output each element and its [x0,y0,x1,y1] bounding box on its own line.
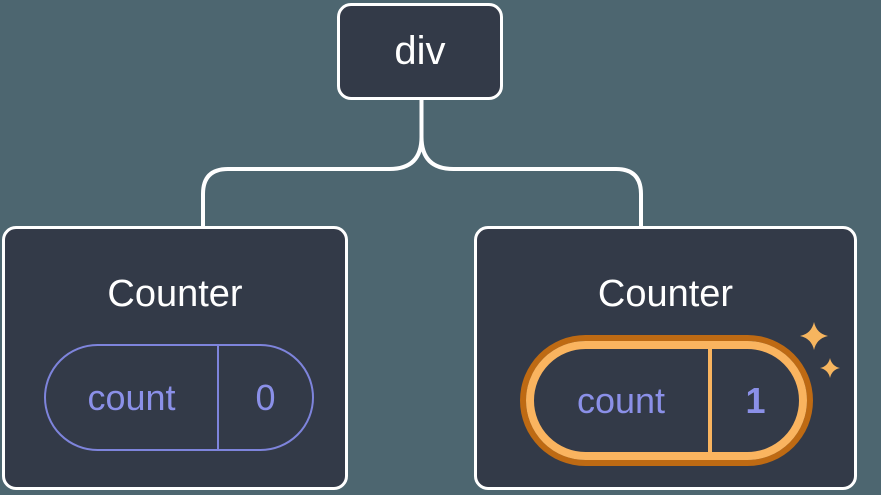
connector-left-branch [201,135,424,228]
component-title: Counter [107,273,243,315]
state-name: count [87,376,176,418]
root-node-div: div [337,3,503,100]
counter-node-left: Counter count 0 [2,226,348,490]
state-value: 0 [255,376,276,418]
state-pill-divider [708,349,712,452]
state-pill-divider [217,346,219,449]
state-pill: count 0 [44,344,314,451]
counter-node-right: Counter count 1 [474,226,857,490]
sparkle-small [820,358,840,378]
component-title: Counter [597,273,734,315]
root-node-label: div [394,29,446,73]
state-pill-highlighted: count 1 [526,341,807,460]
connector-right-branch [419,135,643,228]
state-value: 1 [745,379,766,421]
sparkles-icon [800,322,840,378]
sparkle-large [800,322,828,350]
state-name: count [576,379,666,421]
